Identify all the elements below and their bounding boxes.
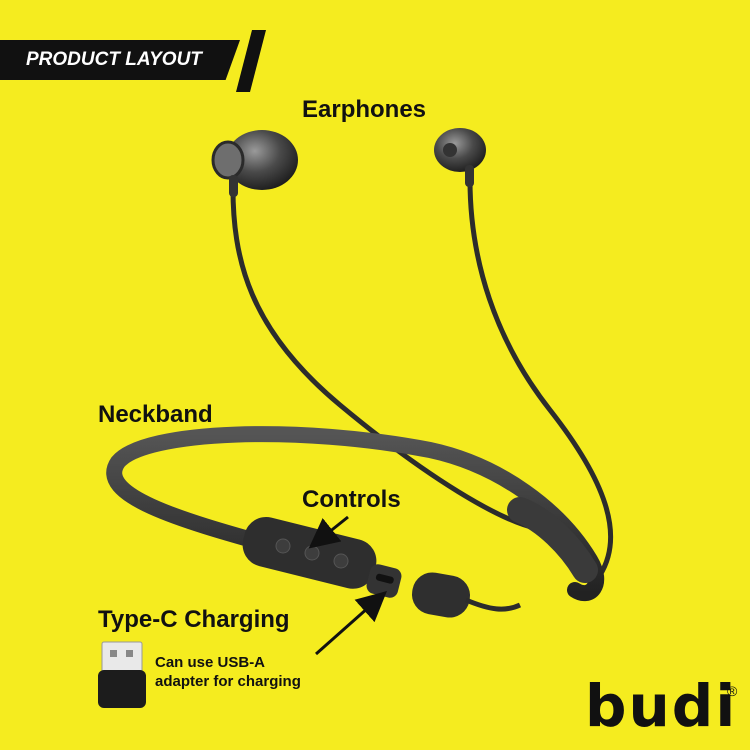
port-cap [411,572,522,618]
type-c-port [366,564,402,598]
adapter-note: Can use USB-A adapter for charging [155,653,335,691]
adapter-note-line1: Can use USB-A [155,654,266,671]
control-unit [242,516,377,589]
earphone-right-icon [434,128,486,187]
neckband-label: Neckband [98,401,213,428]
section-banner: PRODUCT LAYOUT [0,40,240,80]
adapter-note-line2: adapter for charging [155,673,301,690]
charging-arrow-icon [315,591,387,656]
banner-title: PRODUCT LAYOUT [26,49,202,70]
registered-mark: ® [727,683,738,699]
controls-label: Controls [302,486,401,513]
banner-slash-decoration [236,30,266,92]
neckband-right-segment [507,497,598,583]
right-cable [467,179,614,577]
earphones-label: Earphones [302,96,427,123]
usb-adapter-icon [98,641,146,708]
charging-label: Type-C Charging [98,606,290,633]
left-cable [230,181,536,531]
controls-arrow-icon [308,515,349,549]
earphone-left-icon [211,130,298,197]
brand-logo: budi [585,672,738,740]
